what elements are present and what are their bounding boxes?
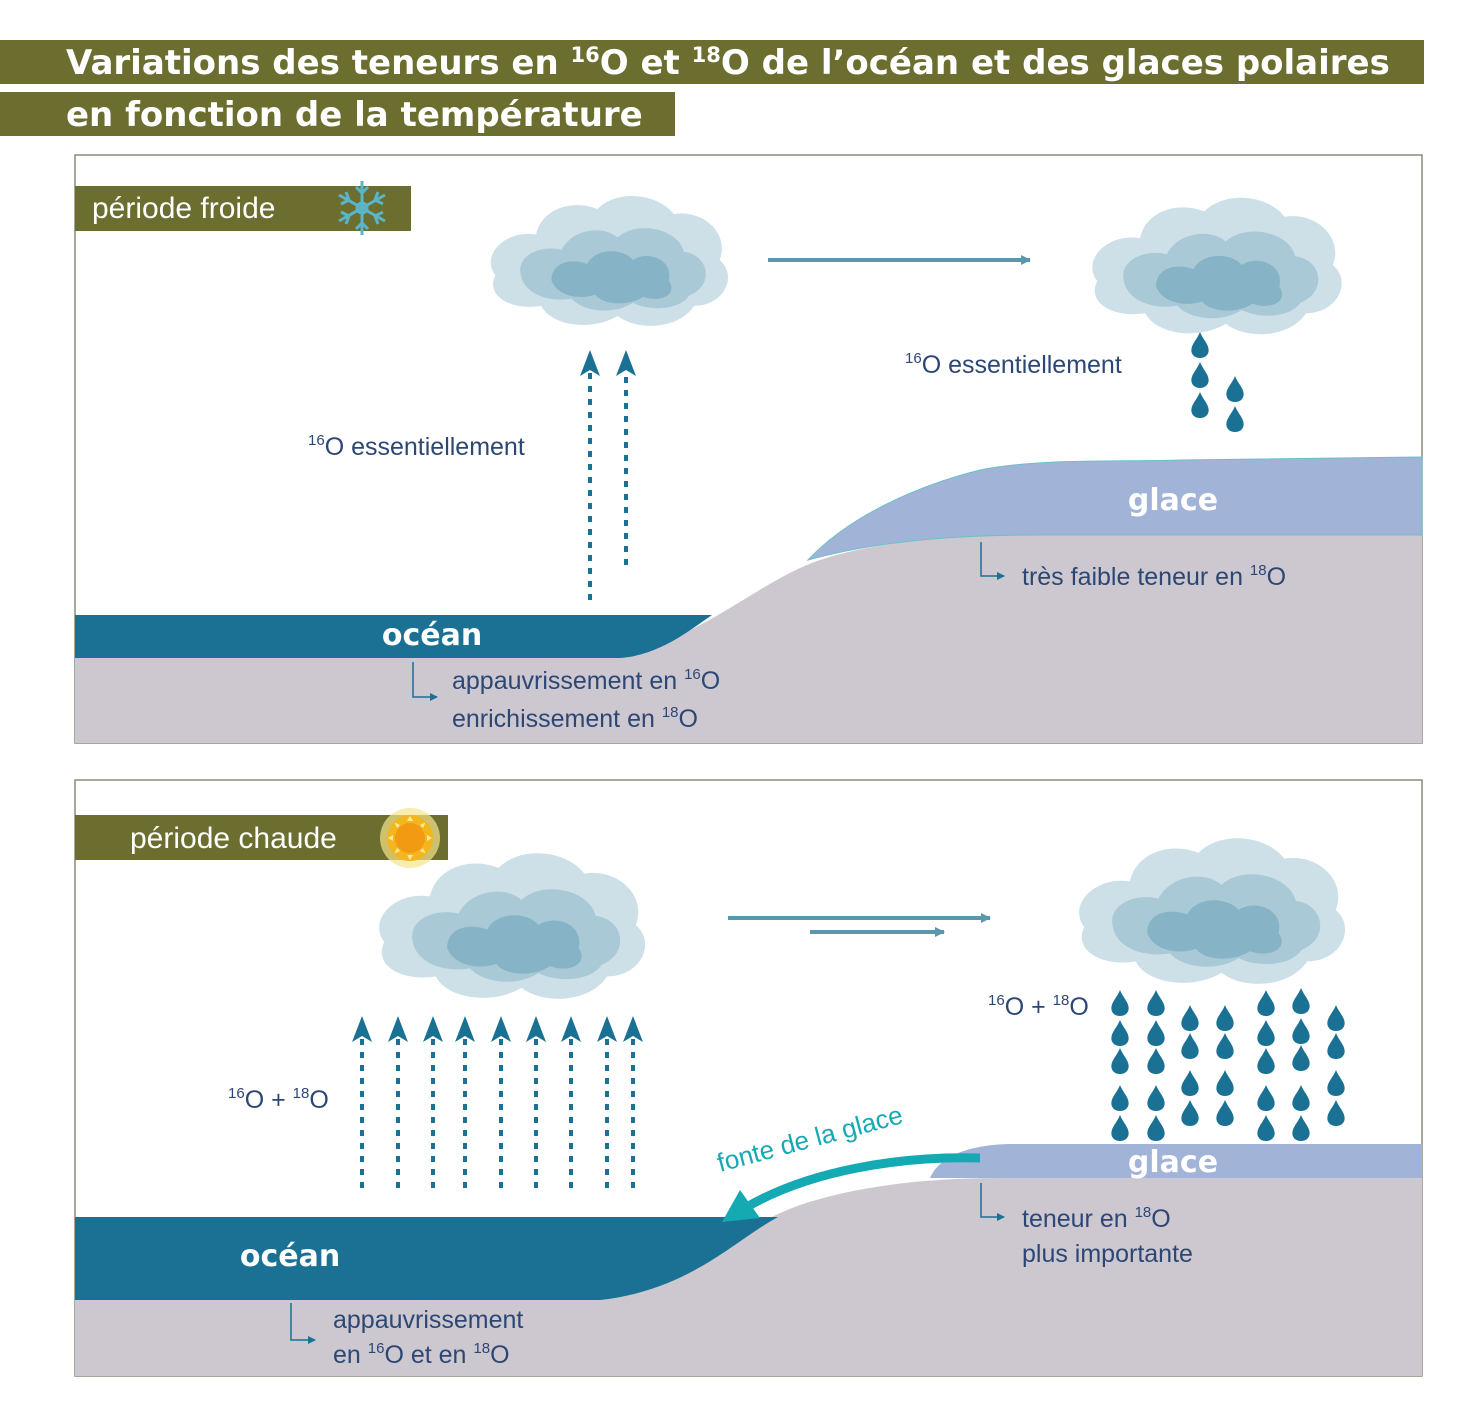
warm-evap-arrowhead	[423, 1016, 443, 1042]
cold-evap-label: 16O essentiellement	[308, 432, 525, 461]
warm-panel: période chaude 16O + 18O 16O + 18O	[74, 779, 1423, 1377]
warm-evap-arrowhead	[491, 1016, 511, 1042]
sun-icon	[380, 808, 440, 868]
warm-evap-arrowhead	[597, 1016, 617, 1042]
cold-evap-arrowhead	[616, 350, 636, 376]
warm-evap-arrowhead	[561, 1016, 581, 1042]
warm-evap-arrowhead	[352, 1016, 372, 1042]
cold-ice-note: très faible teneur en 18O	[1022, 562, 1286, 591]
title-text-b: O et	[599, 43, 692, 83]
cold-ocean-note-1: appauvrissement en 16O	[452, 666, 720, 695]
cold-tag-label: période froide	[92, 192, 275, 225]
warm-ice-note-1: teneur en 18O	[1022, 1204, 1171, 1233]
warm-ocean-pointer	[290, 1303, 316, 1344]
cold-ocean-note-2: enrichissement en 18O	[452, 704, 698, 733]
warm-evap-arrows	[352, 1016, 643, 1188]
warm-evap-arrowhead	[388, 1016, 408, 1042]
warm-ice-note-2: plus importante	[1022, 1240, 1193, 1268]
title-text-c: O de l’océan et des glaces polaires	[720, 43, 1390, 83]
title-text-a: Variations des teneurs en	[66, 43, 571, 83]
cold-ice-label: glace	[1128, 483, 1218, 518]
title-line-2: en fonction de la température	[0, 92, 675, 136]
warm-evap-label: 16O + 18O	[228, 1085, 329, 1114]
snowflake-icon	[338, 181, 386, 235]
title-text-2: en fonction de la température	[66, 95, 643, 135]
warm-ocean-label: océan	[240, 1239, 340, 1274]
melt-arrowhead	[722, 1190, 760, 1222]
cold-evap-arrowhead	[580, 350, 600, 376]
warm-evap-arrowhead	[526, 1016, 546, 1042]
title-sup-16: 16	[570, 43, 600, 67]
cold-precip-label: 16O essentiellement	[905, 350, 1122, 379]
warm-evap-arrowhead	[623, 1016, 643, 1042]
cold-panel: période froide 16O essentiellement 16O e…	[74, 154, 1423, 744]
warm-ocean	[75, 1217, 778, 1300]
warm-ice-pointer	[980, 1183, 1005, 1221]
cold-tag-bg	[75, 186, 411, 231]
warm-tag-label: période chaude	[130, 822, 337, 855]
melt-arrow	[742, 1153, 981, 1212]
cold-ice	[806, 456, 1423, 561]
title-sup-18: 18	[691, 43, 721, 67]
cold-ice-pointer	[980, 542, 1005, 580]
cold-land	[75, 535, 1422, 743]
warm-ice	[930, 1144, 1422, 1178]
warm-land	[75, 1178, 1422, 1376]
warm-ocean-note-1: appauvrissement	[333, 1306, 523, 1334]
warm-ocean-note-2: en 16O et en 18O	[333, 1340, 510, 1369]
warm-evap-arrowhead	[455, 1016, 475, 1042]
warm-ice-label: glace	[1128, 1145, 1218, 1180]
cold-ocean-label: océan	[382, 618, 482, 653]
title-line-1: Variations des teneurs en 16O et 18O de …	[0, 40, 1424, 84]
cold-ocean	[75, 615, 712, 658]
warm-precip-label: 16O + 18O	[988, 992, 1089, 1021]
cold-ocean-pointer	[412, 662, 438, 701]
